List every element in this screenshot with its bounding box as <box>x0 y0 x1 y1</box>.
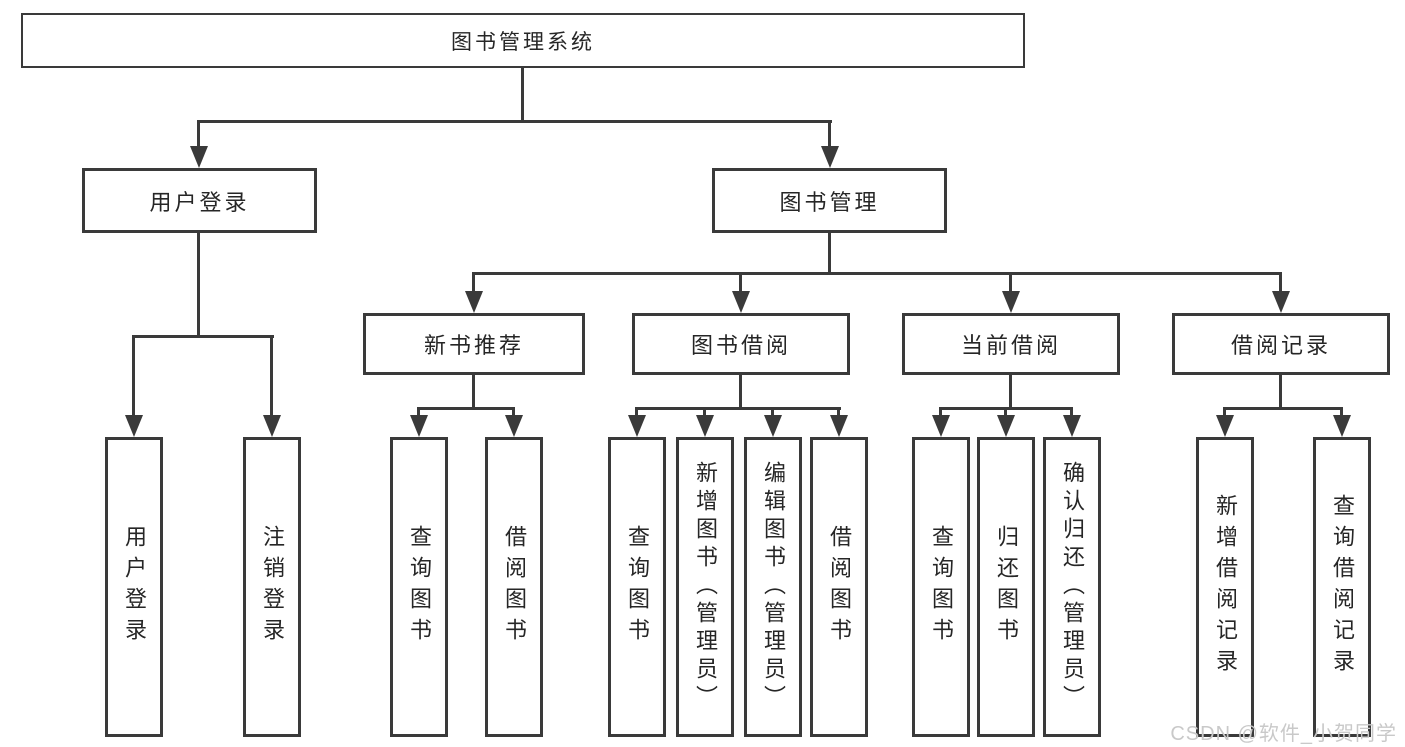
down-arrow-icon <box>263 415 281 437</box>
connector-to-user-login <box>197 120 200 148</box>
down-arrow-icon <box>628 415 646 437</box>
connector-to-current-query <box>939 407 942 419</box>
down-arrow-icon <box>190 146 208 168</box>
connector-user-login-stem <box>197 233 200 335</box>
connector-to-leaf-user-login <box>132 335 135 417</box>
leaf-recommend-query-books: 查询图书 <box>390 437 448 737</box>
leaf-current-return-books: 归还图书 <box>977 437 1035 737</box>
down-arrow-icon <box>410 415 428 437</box>
connector-to-borrow-add <box>703 407 706 419</box>
down-arrow-icon <box>1216 415 1234 437</box>
down-arrow-icon <box>1002 291 1020 313</box>
connector-to-borrow-borrow <box>837 407 840 419</box>
connector-records-stem <box>1279 375 1282 409</box>
down-arrow-icon <box>932 415 950 437</box>
connector-to-current-return <box>1004 407 1007 419</box>
connector-to-records-add <box>1223 407 1226 419</box>
leaf-borrow-borrow-books: 借阅图书 <box>810 437 868 737</box>
connector-borrow-stem <box>739 375 742 409</box>
connector-to-borrow-records <box>1279 272 1282 294</box>
connector-book-management-hline <box>472 272 1282 275</box>
connector-to-book-borrow <box>739 272 742 294</box>
connector-to-new-book-recommend <box>472 272 475 294</box>
leaf-logout: 注销登录 <box>243 437 301 737</box>
leaf-records-add-record: 新增借阅记录 <box>1196 437 1254 737</box>
down-arrow-icon <box>465 291 483 313</box>
connector-to-borrow-query <box>635 407 638 419</box>
down-arrow-icon <box>1272 291 1290 313</box>
csdn-watermark: CSDN @软件_小贺同学 <box>1170 723 1397 745</box>
down-arrow-icon <box>764 415 782 437</box>
connector-to-book-management <box>828 120 831 148</box>
connector-recommend-stem <box>472 375 475 409</box>
node-current-borrow: 当前借阅 <box>902 313 1120 375</box>
connector-current-stem <box>1009 375 1012 409</box>
node-root: 图书管理系统 <box>21 13 1025 68</box>
leaf-user-login: 用户登录 <box>105 437 163 737</box>
node-user-login: 用户登录 <box>82 168 317 233</box>
leaf-borrow-query-books: 查询图书 <box>608 437 666 737</box>
connector-to-current-confirm <box>1070 407 1073 419</box>
node-borrow-records: 借阅记录 <box>1172 313 1390 375</box>
leaf-borrow-add-books: 新增图书（管理员） <box>676 437 734 737</box>
down-arrow-icon <box>1063 415 1081 437</box>
connector-recommend-hline <box>417 407 515 410</box>
connector-to-recommend-query <box>417 407 420 419</box>
down-arrow-icon <box>1333 415 1351 437</box>
down-arrow-icon <box>505 415 523 437</box>
connector-records-hline <box>1223 407 1343 410</box>
connector-root-hline <box>197 120 832 123</box>
leaf-borrow-edit-books: 编辑图书（管理员） <box>744 437 802 737</box>
leaf-current-confirm-return: 确认归还（管理员） <box>1043 437 1101 737</box>
connector-to-recommend-borrow <box>512 407 515 419</box>
node-book-management: 图书管理 <box>712 168 947 233</box>
down-arrow-icon <box>997 415 1015 437</box>
down-arrow-icon <box>830 415 848 437</box>
connector-borrow-hline <box>635 407 841 410</box>
node-book-borrow: 图书借阅 <box>632 313 850 375</box>
connector-book-management-stem <box>828 233 831 275</box>
connector-to-current-borrow <box>1009 272 1012 294</box>
connector-user-login-hline <box>132 335 274 338</box>
leaf-recommend-borrow-books: 借阅图书 <box>485 437 543 737</box>
node-new-book-recommend: 新书推荐 <box>363 313 585 375</box>
leaf-records-query-record: 查询借阅记录 <box>1313 437 1371 737</box>
connector-to-borrow-edit <box>771 407 774 419</box>
down-arrow-icon <box>125 415 143 437</box>
leaf-current-query-books: 查询图书 <box>912 437 970 737</box>
down-arrow-icon <box>821 146 839 168</box>
connector-to-records-query <box>1340 407 1343 419</box>
connector-to-leaf-logout <box>270 335 273 417</box>
down-arrow-icon <box>732 291 750 313</box>
connector-root-stem <box>521 68 524 120</box>
down-arrow-icon <box>696 415 714 437</box>
